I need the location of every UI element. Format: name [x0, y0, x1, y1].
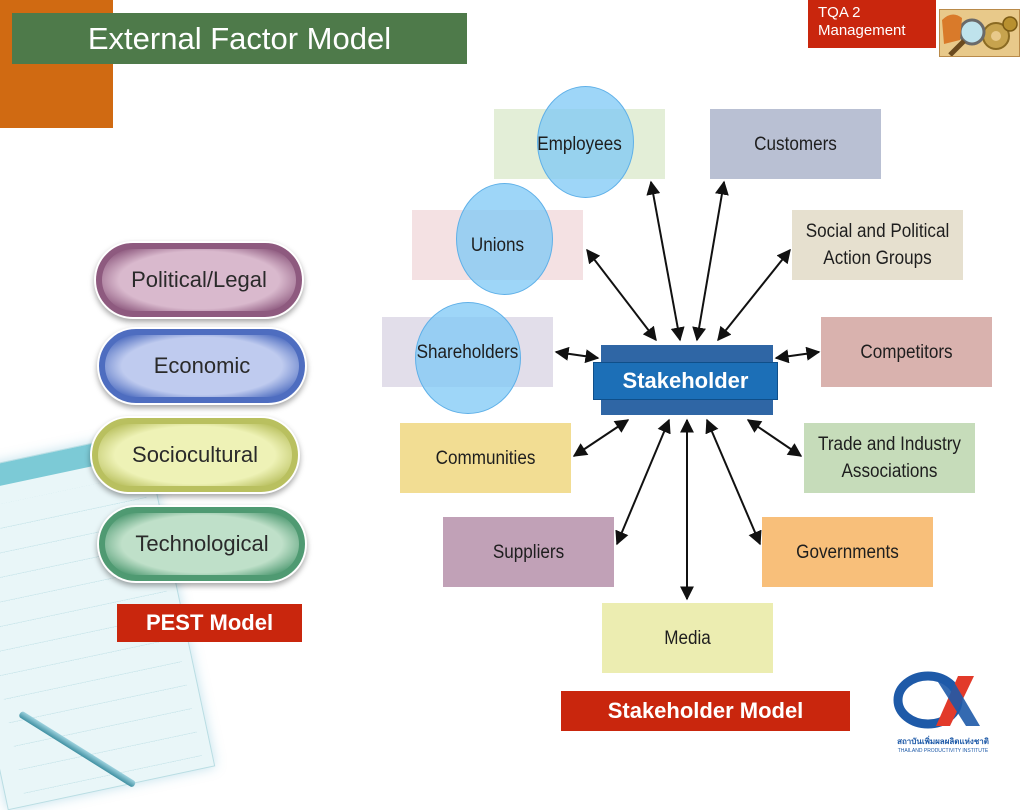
competitors-label: Competitors: [860, 341, 953, 363]
media-box: [602, 603, 773, 673]
arrow-unions: [586, 248, 657, 342]
customers-box: [710, 109, 881, 179]
gears-magnifier-icon: [940, 10, 1019, 56]
shareholders-highlight-circle: [415, 302, 521, 414]
stakeholder-center-label: Stakeholder: [593, 362, 778, 400]
course-badge-line1: TQA 2: [818, 4, 861, 21]
communities-label: Communities: [435, 447, 536, 469]
social-political-label: Social and Political Action Groups: [805, 221, 950, 269]
media-label: Media: [664, 627, 711, 649]
pest-pill-technological: Technological: [97, 505, 307, 583]
competitors-box: [821, 317, 992, 387]
communities-box: [400, 423, 571, 493]
suppliers-label: Suppliers: [492, 541, 565, 563]
arrow-competitors: [774, 346, 821, 364]
arrow-customers: [692, 180, 729, 342]
tpi-logo: สถาบันเพิ่มผลผลิตแห่งชาติ THAILAND PRODU…: [888, 670, 998, 754]
arrow-governments: [705, 418, 762, 546]
arrow-communities: [572, 419, 630, 457]
shareholders-label: Shareholders: [416, 341, 519, 363]
stakeholder-model-label: Stakeholder Model: [561, 691, 850, 731]
unions-label: Unions: [470, 234, 525, 256]
tpi-logo-caption-thai: สถาบันเพิ่มผลผลิตแห่งชาติ: [897, 737, 989, 746]
suppliers-box: [443, 517, 614, 587]
trade-industry-box: [804, 423, 975, 493]
arrow-shareholders: [554, 346, 600, 364]
arrow-social: [717, 248, 791, 342]
tpi-logo-caption-en: THAILAND PRODUCTIVITY INSTITUTE: [897, 748, 989, 754]
stakeholder-arrows: [554, 180, 821, 601]
arrow-employees: [646, 180, 685, 342]
pest-pill-label: Economic: [153, 353, 251, 378]
pest-pill-label: Political/Legal: [131, 267, 267, 292]
course-badge: TQA 2 Management: [808, 0, 936, 48]
pest-pill-sociocultural: Sociocultural: [90, 416, 300, 494]
pest-pill-economic: Economic: [97, 327, 307, 405]
employees-highlight-circle: [537, 86, 634, 198]
arrow-suppliers: [615, 418, 671, 546]
course-badge-line2: Management: [818, 22, 906, 39]
tpi-logo-mark-icon: [893, 671, 980, 729]
employees-label: Employees: [537, 133, 622, 155]
unions-highlight-circle: [456, 183, 553, 295]
arrow-trade: [746, 419, 803, 457]
social-political-box: [792, 210, 963, 280]
pest-pill-political-legal: Political/Legal: [94, 241, 304, 319]
governments-box: [762, 517, 933, 587]
header-thumbnail-image: [939, 9, 1020, 57]
pest-model-label: PEST Model: [117, 604, 302, 642]
customers-label: Customers: [754, 133, 837, 155]
governments-label: Governments: [796, 541, 899, 563]
slide-title: External Factor Model: [12, 13, 467, 64]
pest-pill-label: Sociocultural: [132, 442, 258, 467]
pest-pill-label: Technological: [135, 531, 269, 556]
trade-industry-label: Trade and Industry Associations: [818, 434, 961, 482]
